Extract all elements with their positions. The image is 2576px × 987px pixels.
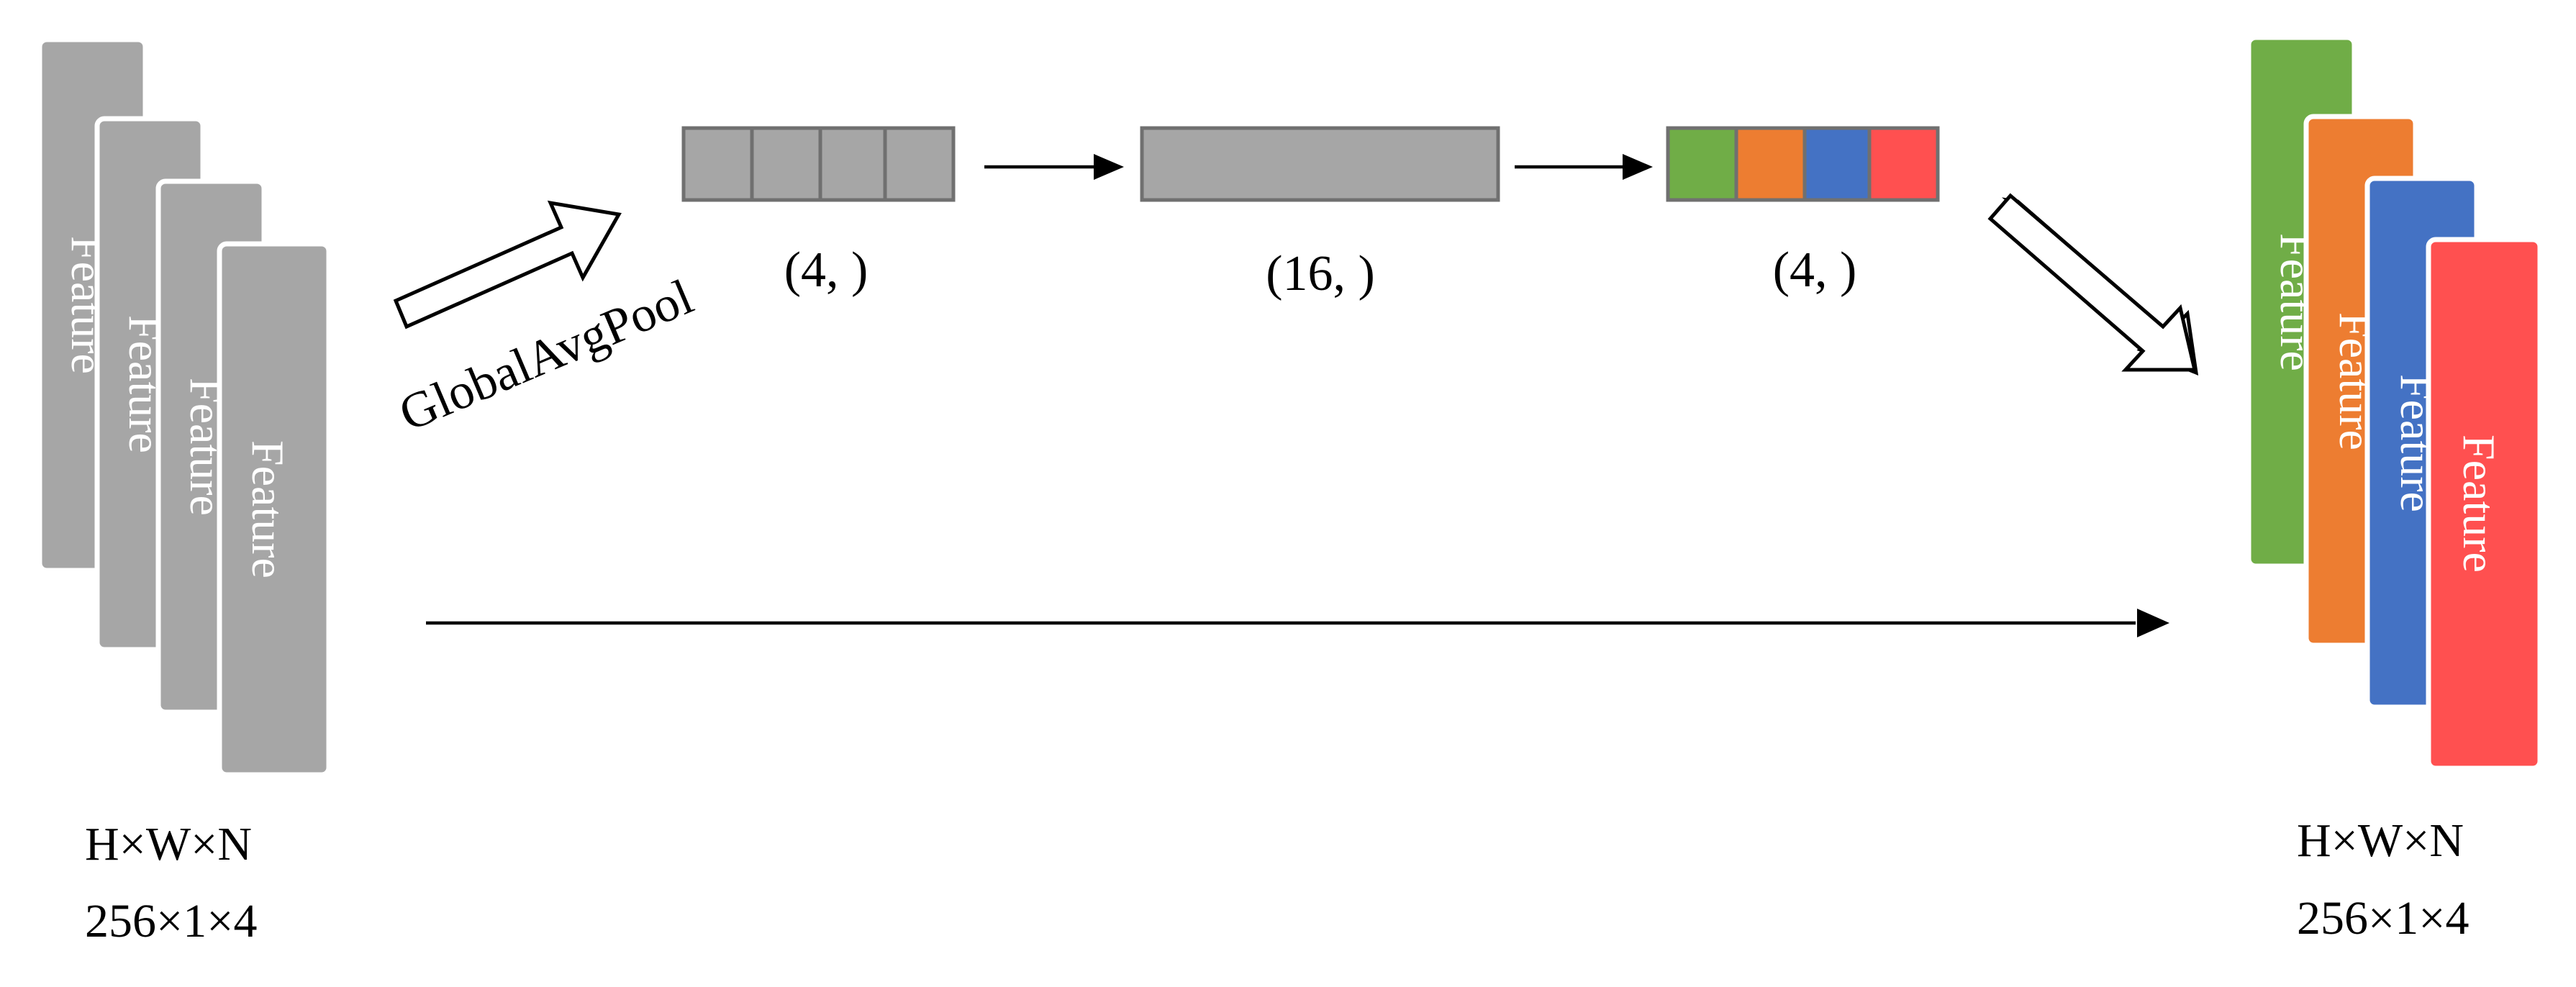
scale-arrow — [1987, 193, 2199, 376]
global-avg-pool-arrow — [393, 200, 622, 329]
pooled-vector-shape-label: (4, ) — [784, 242, 869, 298]
channel-weight-cell-green — [1666, 126, 1738, 202]
pooled-vector — [681, 126, 956, 202]
input-dims-values: 256×1×4 — [85, 895, 257, 947]
pooled-vector-cell — [750, 126, 822, 202]
input-feature-card-label: Feature — [242, 440, 294, 578]
pooled-vector-cell — [681, 126, 754, 202]
input-feature-card: Feature — [217, 241, 332, 778]
output-feature-card-shape — [2426, 237, 2543, 771]
arrow-head — [1094, 154, 1124, 180]
arrow-right-icon — [1515, 154, 1653, 180]
hidden-vector-shape-label: (16, ) — [1266, 246, 1375, 301]
block-arrow-shape — [1987, 193, 2198, 372]
arrow-head — [1623, 154, 1653, 180]
arrow-head — [2137, 609, 2169, 637]
identity-arrow-icon — [426, 609, 2169, 637]
output-dims-formula: H×W×N — [2297, 814, 2464, 867]
block-arrow-shape — [393, 200, 622, 329]
hidden-vector-cell — [1140, 126, 1500, 202]
pooled-vector-cell — [818, 126, 887, 202]
output-feature-card: Feature — [2426, 237, 2543, 771]
pooled-vector-cell — [883, 126, 956, 202]
arrow-right-icon — [984, 154, 1124, 180]
channel-weight-cell-red — [1867, 126, 1940, 202]
output-feature-stack: Feature Feature Feature Feature — [2246, 35, 2543, 771]
channel-weight-cell-blue — [1802, 126, 1872, 202]
output-dims-values: 256×1×4 — [2297, 892, 2469, 945]
output-feature-card-label: Feature — [2454, 435, 2505, 573]
channel-weight-cell-orange — [1734, 126, 1807, 202]
hidden-vector — [1140, 126, 1500, 202]
input-dims-formula: H×W×N — [85, 818, 252, 870]
channel-weight-vector — [1666, 126, 1940, 202]
input-feature-card-shape — [217, 241, 332, 778]
channel-weight-shape-label: (4, ) — [1773, 242, 1857, 298]
input-feature-stack: Feature Feature Feature Feature — [37, 37, 332, 778]
